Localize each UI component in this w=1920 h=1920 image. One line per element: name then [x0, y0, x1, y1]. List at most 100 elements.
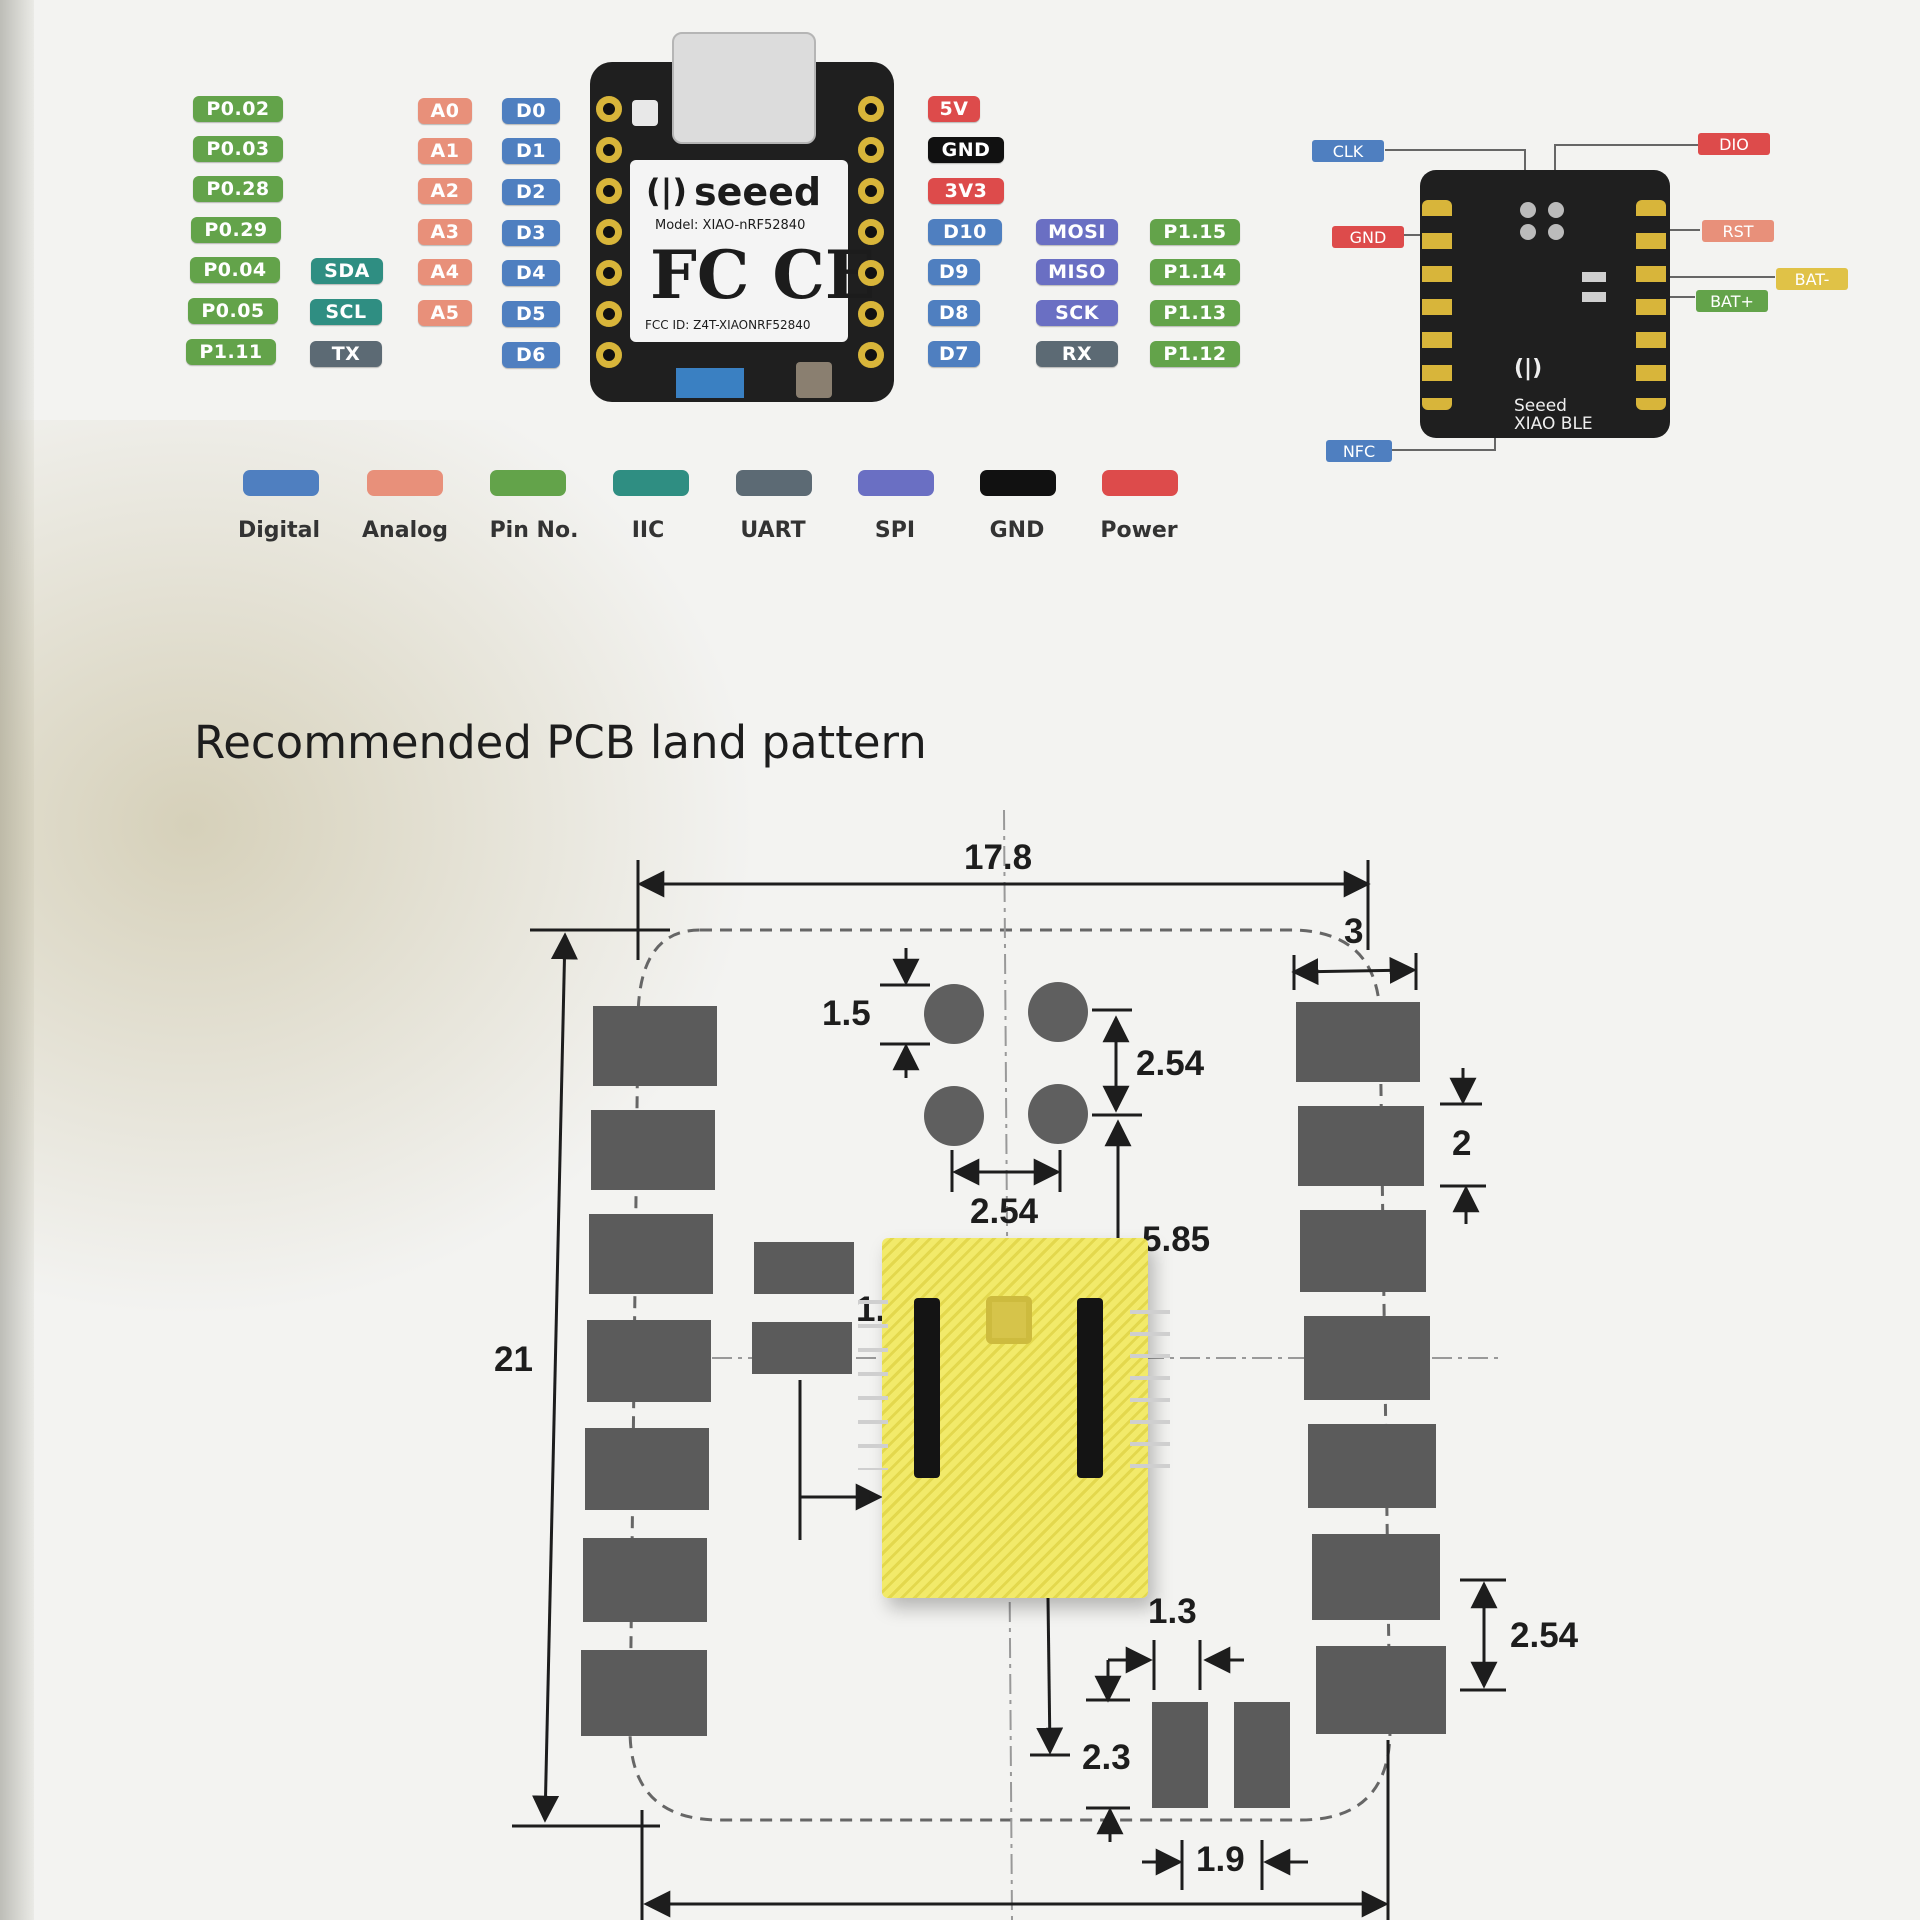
- power-label: 3V3: [928, 178, 1004, 204]
- gnd-label: GND: [928, 137, 1004, 163]
- smd-pad-right: [1298, 1106, 1424, 1186]
- analog-label: A1: [418, 138, 472, 164]
- analog-label: A0: [418, 98, 472, 124]
- back-model: XIAO BLE: [1514, 414, 1593, 434]
- smd-pad-right: [1296, 1002, 1420, 1082]
- digital-label: D8: [928, 300, 980, 326]
- back-label-rst: RST: [1702, 220, 1774, 242]
- digital-label: D3: [502, 220, 560, 246]
- castellated-pad: [596, 219, 622, 245]
- smd-pad-left: [587, 1320, 711, 1402]
- legend-label: Pin No.: [489, 518, 579, 543]
- smd-pad-left: [581, 1650, 707, 1736]
- dim-pad-pitch-label: 2.54: [1510, 1616, 1579, 1655]
- back-label-clk: CLK: [1312, 140, 1384, 162]
- castellated-pad: [596, 342, 622, 368]
- spi-label: MISO: [1036, 259, 1118, 285]
- digital-label: D7: [928, 341, 980, 367]
- digital-label: D10: [928, 219, 1002, 245]
- seeed-logo-icon: (|): [646, 172, 687, 210]
- through-hole: [924, 984, 984, 1044]
- holder-swd-socket: [986, 1296, 1032, 1344]
- legend-swatch-uart: [736, 470, 812, 496]
- legend-label: IIC: [631, 518, 665, 543]
- xiao-board-back: [1420, 170, 1670, 438]
- uart-label: RX: [1036, 341, 1118, 367]
- back-pad-strip-right: [1636, 200, 1666, 410]
- legend-swatch-analog: [367, 470, 443, 496]
- dim-line-offset-vertical: [1036, 1597, 1064, 1755]
- holder-header-left: [914, 1298, 940, 1478]
- analog-label: A4: [418, 259, 472, 285]
- back-label-bat-plus: BAT+: [1696, 290, 1768, 312]
- dim-line-pad-width: [1291, 956, 1417, 986]
- dim-hole-dia-label: 1.5: [822, 994, 871, 1033]
- ble-antenna: [676, 368, 744, 398]
- iic-label: SDA: [311, 258, 383, 284]
- dim-small-gap-label: 1.3: [1148, 1592, 1197, 1631]
- pin-no-label: P0.28: [193, 176, 283, 202]
- castellated-pad: [596, 178, 622, 204]
- back-pad-strip-left: [1422, 200, 1452, 410]
- uart-label: TX: [310, 341, 382, 367]
- castellated-pad: [858, 342, 884, 368]
- smd-pad-left: [583, 1538, 707, 1622]
- dim-small-len-label: 2.3: [1082, 1738, 1131, 1777]
- board-shield: [630, 160, 848, 342]
- pin-no-label: P0.03: [193, 136, 283, 162]
- digital-label: D2: [502, 179, 560, 205]
- analog-label: A3: [418, 219, 472, 245]
- spi-label: MOSI: [1036, 219, 1118, 245]
- digital-label: D4: [502, 260, 560, 286]
- dim-hole-pitch-v-label: 2.54: [1136, 1044, 1205, 1083]
- pin-no-label: P0.29: [191, 217, 281, 243]
- bottom-pad: [1234, 1702, 1290, 1808]
- smd-pad-right: [1312, 1534, 1440, 1620]
- dim-height-label: 21: [494, 1340, 533, 1379]
- spi-label: SCK: [1036, 300, 1118, 326]
- holder-header-right: [1077, 1298, 1103, 1478]
- back-label-gnd: GND: [1332, 226, 1404, 248]
- castellated-pad: [596, 301, 622, 327]
- castellated-pad: [858, 178, 884, 204]
- legend-swatch-pin-no: [490, 470, 566, 496]
- reset-button: [632, 100, 658, 126]
- through-hole: [924, 1086, 984, 1146]
- castellated-pad: [596, 260, 622, 286]
- dim-line-height: [532, 932, 578, 1823]
- digital-label: D1: [502, 138, 560, 164]
- iic-label: SCL: [310, 299, 382, 325]
- swd-pad: [1520, 202, 1536, 218]
- inner-pad: [754, 1242, 854, 1294]
- swd-pad: [1520, 224, 1536, 240]
- pin-no-label: P1.13: [1150, 300, 1240, 326]
- castellated-pad: [858, 301, 884, 327]
- back-brand: Seeed: [1514, 396, 1567, 416]
- through-hole: [1028, 982, 1088, 1042]
- smd-pad-right: [1316, 1646, 1446, 1734]
- digital-label: D6: [502, 342, 560, 368]
- back-label-dio: DIO: [1698, 133, 1770, 155]
- castellated-pad: [596, 137, 622, 163]
- digital-label: D9: [928, 259, 980, 285]
- pin-no-label: P0.04: [190, 257, 280, 283]
- dim-hole-pitch-h-label: 2.54: [970, 1192, 1039, 1231]
- smd-pad-right: [1308, 1424, 1436, 1508]
- back-label-nfc: NFC: [1326, 440, 1392, 462]
- land-pattern-title: Recommended PCB land pattern: [194, 716, 927, 769]
- legend-label: SPI: [874, 518, 916, 543]
- legend-swatch-digital: [243, 470, 319, 496]
- castellated-pad: [858, 260, 884, 286]
- smd-pad-left: [593, 1006, 717, 1086]
- castellated-pad: [858, 219, 884, 245]
- legend-label: GND: [989, 518, 1045, 543]
- dim-hole-offset-label: 5.85: [1142, 1220, 1211, 1259]
- holder-pins-left: [858, 1300, 888, 1470]
- smd-pad-left: [589, 1214, 713, 1294]
- dim-small-pitch-label: 1.9: [1196, 1840, 1245, 1879]
- legend-label: UART: [740, 518, 806, 543]
- dim-width-label: 17.8: [964, 838, 1033, 877]
- legend-swatch-power: [1102, 470, 1178, 496]
- pin-no-label: P1.12: [1150, 341, 1240, 367]
